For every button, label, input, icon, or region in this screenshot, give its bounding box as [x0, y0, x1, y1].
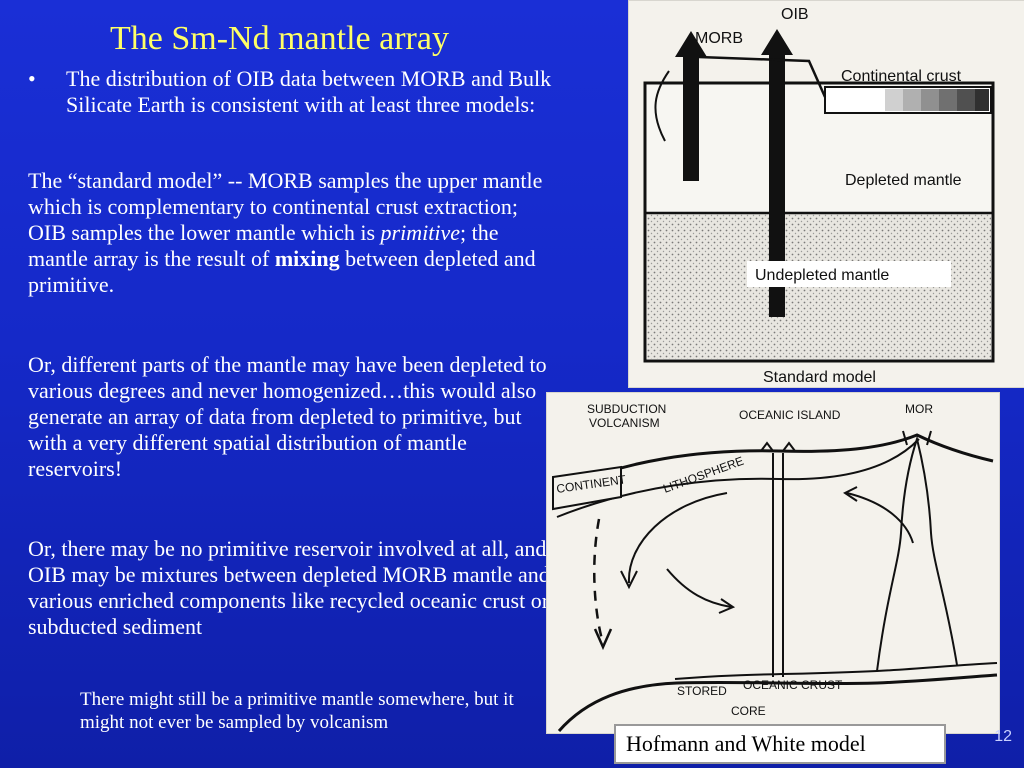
depleted-mantle-label: Depleted mantle — [845, 172, 962, 189]
para1-text-b: ; the mantle array is the result of — [28, 220, 499, 271]
circulation-arrow — [627, 492, 728, 584]
para1-text-a: The “standard model” -- MORB samples the… — [28, 168, 543, 245]
continent-block — [552, 465, 622, 511]
para1-emphasis: primitive — [380, 220, 460, 245]
hofmann-white-diagram: SUBDUCTION VOLCANISM OCEANIC ISLAND MOR … — [552, 402, 998, 732]
mor-label: MOR — [905, 402, 933, 416]
lithosphere-label: LITHOSPHERE — [661, 454, 745, 496]
bullet-dot: • — [28, 66, 36, 91]
figure-caption: Hofmann and White model — [614, 724, 946, 764]
oib-label: OIB — [781, 6, 809, 23]
standard-model-figure: OIB MORB Continental crust Depleted mant… — [628, 0, 1024, 388]
undepleted-mantle-label: Undepleted mantle — [755, 267, 889, 284]
oceanic-crust-label: OCEANIC CRUST — [743, 678, 843, 692]
core-boundary — [557, 673, 998, 732]
paragraph-standard-model: The “standard model” -- MORB samples the… — [28, 168, 558, 298]
para1-text-c: between depleted and primitive. — [28, 246, 536, 297]
arrow-up-right — [761, 29, 793, 317]
subduction-label-2: VOLCANISM — [589, 416, 660, 430]
standard-model-caption: Standard model — [763, 369, 876, 386]
paragraph-no-primitive: Or, there may be no primitive reservoir … — [28, 536, 550, 639]
bullet-point: • The distribution of OIB data between M… — [28, 66, 598, 118]
stored-label: STORED — [677, 684, 727, 698]
page-number: 12 — [994, 728, 1012, 745]
mor-upwelling — [876, 435, 958, 672]
hofmann-white-figure: SUBDUCTION VOLCANISM OCEANIC ISLAND MOR … — [546, 392, 1000, 734]
para1-strong: mixing — [274, 246, 340, 271]
stored-crust-layer — [674, 662, 998, 680]
subduction-flow — [593, 518, 605, 644]
mantle-top-surface — [556, 433, 994, 491]
standard-model-diagram: OIB MORB Continental crust Depleted mant… — [643, 6, 995, 386]
oceanic-island-label: OCEANIC ISLAND — [739, 408, 841, 422]
morb-label: MORB — [695, 30, 743, 47]
core-label: CORE — [731, 704, 766, 718]
bullet-text: The distribution of OIB data between MOR… — [66, 66, 552, 117]
arrow-up-left — [675, 31, 707, 181]
subduction-label-1: SUBDUCTION — [587, 402, 666, 416]
sub-note: There might still be a primitive mantle … — [80, 689, 514, 733]
paragraph-heterogeneous-mantle: Or, different parts of the mantle may ha… — [28, 352, 547, 481]
continental-crust-label: Continental crust — [841, 68, 962, 85]
slide-title: The Sm-Nd mantle array — [110, 20, 449, 57]
